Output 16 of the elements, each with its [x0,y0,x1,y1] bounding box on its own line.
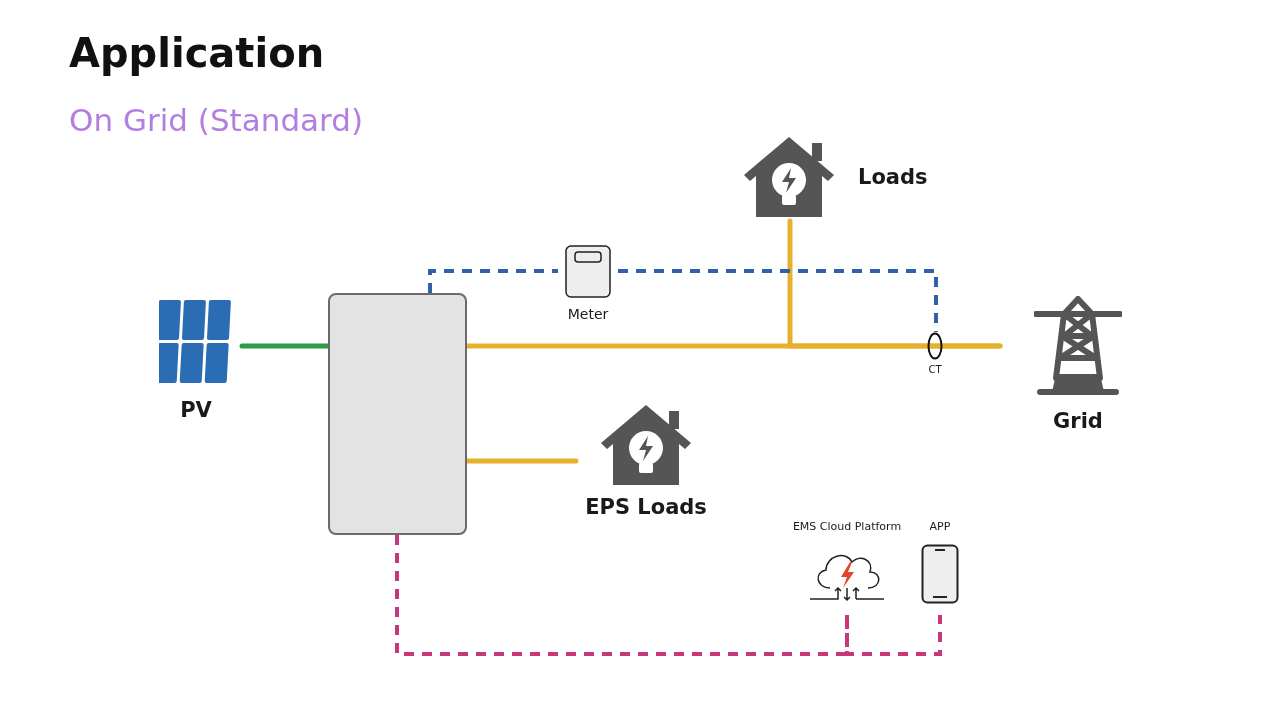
node-label: PV [180,398,212,423]
device-label: CT [928,364,942,376]
node-label: Grid [1053,409,1103,434]
node-label: EPS Loads [585,495,707,520]
device-label: Meter [567,306,609,323]
title: Application [69,30,325,76]
inverter-box [328,293,467,535]
signal-line [618,269,938,332]
signal-line [395,535,849,656]
signal-line [845,615,942,656]
node-label: Loads [858,164,928,190]
subtitle: On Grid (Standard) [69,102,364,138]
device-label: EMS Cloud Platform [792,521,902,534]
signal-line [428,269,558,293]
device-label: APP [929,521,951,534]
power-line [787,218,1003,349]
